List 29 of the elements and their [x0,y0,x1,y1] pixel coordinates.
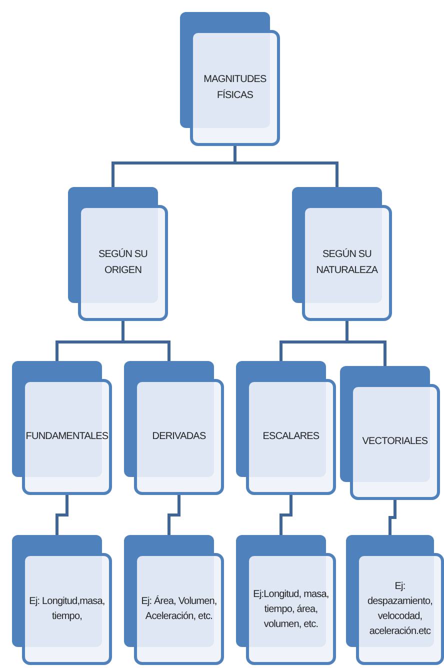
card-label: ESCALARES [262,430,320,444]
card-label: DERIVADAS [152,430,206,444]
card-label: SEGÚN SU ORIGEN [97,247,149,278]
card-label: Ej:Longitud, masa, tiempo, área, volumen, etc. [253,588,329,632]
stacked-card [12,361,112,495]
connector-line [234,146,338,187]
stacked-card [68,187,168,321]
stacked-card [124,361,224,495]
card-label: SEGÚN SU NATURALEZA [315,247,379,278]
connector-line [168,495,180,535]
connector-line [56,495,68,535]
stacked-card [236,535,336,665]
stacked-card [180,12,280,146]
stacked-card [292,187,392,321]
card-label: VECTORIALES [362,435,428,449]
card-label: Ej: Área, Volumen, Aceleración, etc. [141,594,217,624]
connector-line [280,495,292,535]
stacked-card [346,535,444,665]
card-label: MAGNITUDES FÍSICAS [202,73,268,103]
connector-line [122,321,170,361]
connector-line [346,321,386,366]
card-label: FUNDAMENTALES [26,430,108,444]
stacked-card [12,535,112,665]
card-label: Ej: Longitud,masa, tiempo, [29,595,105,624]
stacked-card [124,535,224,665]
stacked-card [340,366,440,500]
card-label: Ej: despazamiento, velocodad, aceleración.etc [366,580,434,639]
connector-line [388,500,396,535]
stacked-card [236,361,336,495]
